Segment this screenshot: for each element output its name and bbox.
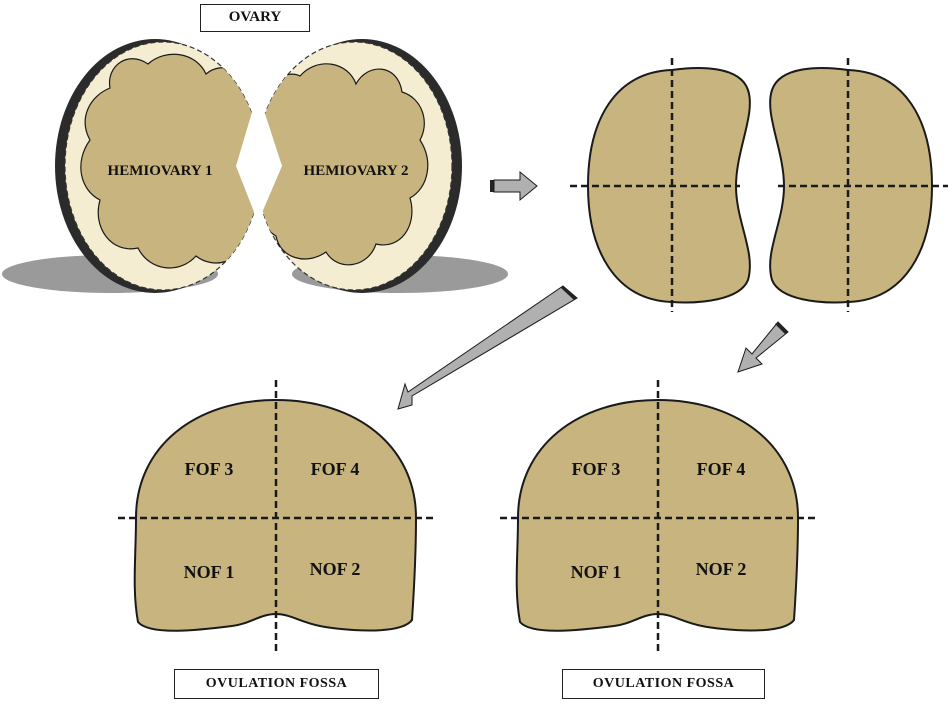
central-gap <box>236 92 282 222</box>
set1-fof3: FOF 3 <box>185 459 234 479</box>
set2-nof1: NOF 1 <box>571 562 622 582</box>
set1-nof1: NOF 1 <box>184 562 235 582</box>
ovulation-fossa-label-2: OVULATION FOSSA <box>562 669 765 699</box>
whole-ovary: HEMIOVARY 1 HEMIOVARY 2 <box>2 39 508 293</box>
fragment-set-2: FOF 3 FOF 4 NOF 1 NOF 2 <box>500 380 816 652</box>
arrow-diagonal-left <box>397 285 578 410</box>
arrow-diagonal-right <box>737 321 789 373</box>
ovulation-fossa-label-1: OVULATION FOSSA <box>174 669 379 699</box>
set1-fof4: FOF 4 <box>311 459 360 479</box>
fragment-set-1: FOF 3 FOF 4 NOF 1 NOF 2 <box>118 380 434 652</box>
quartered-right-shape <box>769 67 934 304</box>
hemiovary-2-label: HEMIOVARY 2 <box>304 163 409 179</box>
hemiovary-1-label: HEMIOVARY 1 <box>108 163 213 179</box>
set2-fof3: FOF 3 <box>572 459 621 479</box>
set2-nof2: NOF 2 <box>696 559 747 579</box>
set1-nof2: NOF 2 <box>310 559 361 579</box>
arrow-right <box>490 170 538 202</box>
ovary-title: OVARY <box>200 4 310 32</box>
set2-fof4: FOF 4 <box>697 459 746 479</box>
quartered-left-shape <box>586 67 751 304</box>
quartered-hemiovaries <box>570 58 948 312</box>
